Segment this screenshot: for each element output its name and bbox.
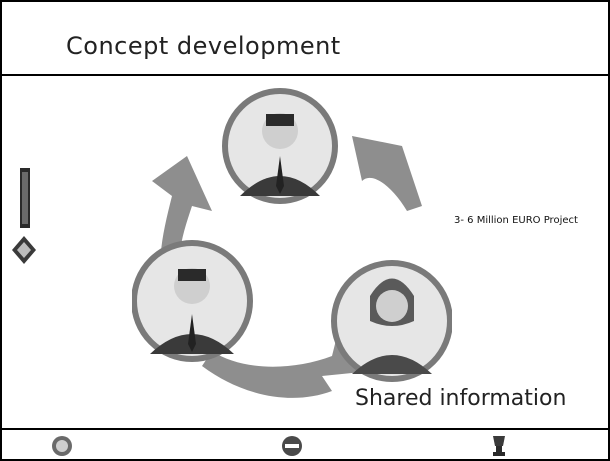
round-seal-icon [52,436,72,456]
avatar-person-left [132,240,253,362]
slide-title: Concept development [66,32,341,60]
shared-information-label: Shared information [355,386,567,411]
cycle-arrow-top-right [352,136,422,211]
collaboration-cycle-diagram [132,88,452,398]
conference-logo-icon [12,168,36,264]
trophy-emblem-icon [493,436,505,456]
footer-bar [2,428,608,461]
idi-logo-icon [282,436,302,456]
cycle-arrow-bottom [202,336,372,398]
project-size-label: 3- 6 Million EURO Project [454,215,578,226]
avatar-person-top [222,88,338,204]
avatar-person-right [331,260,452,382]
main-content: 3- 6 Million EURO Project Shared informa… [2,76,608,426]
title-bar: Concept development [2,2,608,76]
